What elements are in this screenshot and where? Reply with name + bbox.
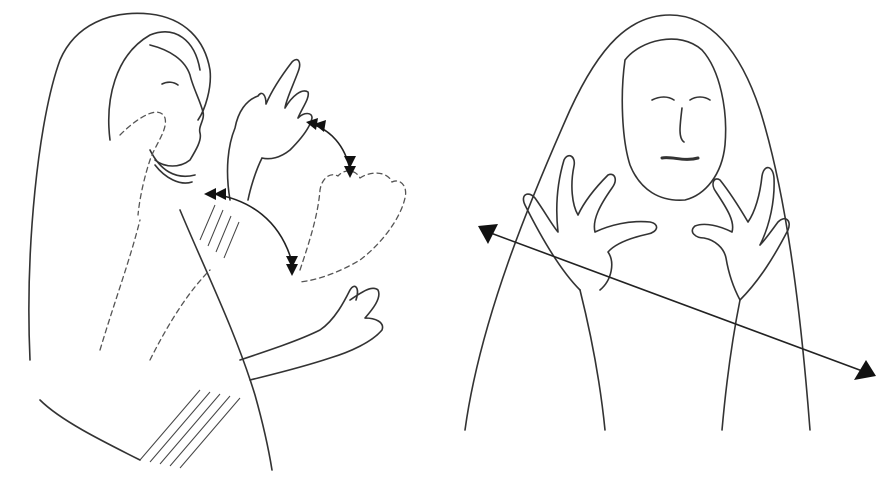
triangle-arrowhead-icon [854, 360, 876, 380]
ghost-hand-face [119, 111, 167, 216]
left-hand [522, 154, 658, 291]
profile-figure-drawing [28, 12, 407, 471]
hood-outline [28, 12, 212, 361]
sleeve-hatching [139, 204, 241, 469]
robe-back [39, 399, 141, 461]
robe-front [179, 209, 273, 471]
double-arrowhead-icon [306, 118, 356, 178]
mouth [660, 156, 700, 161]
hood-inner-edge [107, 31, 201, 141]
rotation-arc-upper [311, 123, 351, 171]
ghost-hand-upper [299, 170, 407, 283]
double-arrowhead-icon [204, 188, 298, 276]
face-profile [149, 44, 205, 167]
eye [161, 81, 179, 86]
frontal-figure-drawing [464, 14, 876, 431]
right-eye [689, 96, 711, 101]
right-illustration-panel [440, 0, 893, 482]
left-illustration-panel [0, 0, 440, 482]
ghost-forearm [99, 219, 211, 361]
right-hand [691, 166, 790, 301]
left-eye [651, 96, 675, 101]
triangle-arrowhead-icon [478, 224, 498, 244]
hood-outline [464, 14, 811, 431]
lower-hand [239, 285, 384, 381]
sweep-arrow-line [487, 231, 866, 373]
raised-hand [226, 58, 313, 201]
face-outline [621, 38, 727, 201]
left-forearm [579, 289, 606, 431]
right-forearm [721, 299, 741, 431]
nose [679, 107, 685, 143]
